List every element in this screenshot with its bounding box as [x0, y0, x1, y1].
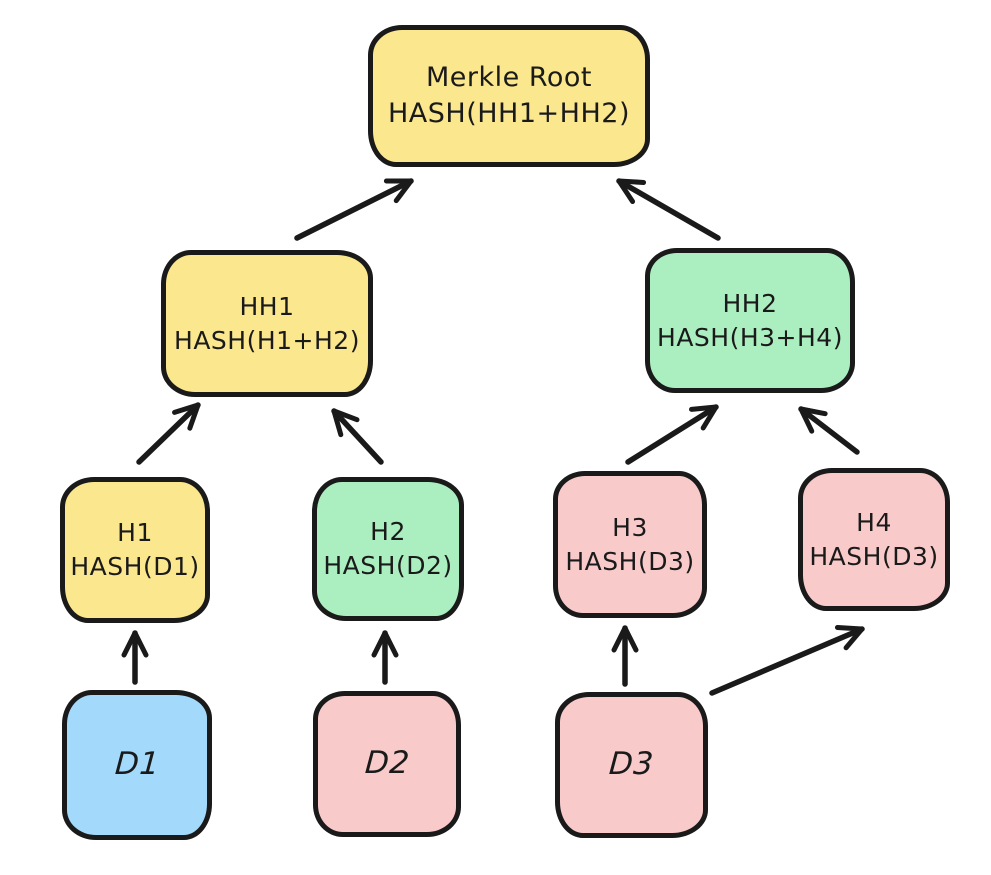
node-hash-formula: HASH(D3): [809, 541, 939, 571]
node-hash-formula: HASH(D2): [323, 551, 453, 580]
node-title: H4: [856, 507, 892, 537]
node-title: HH1: [239, 291, 295, 321]
node-h1: H1 HASH(D1): [60, 477, 210, 623]
node-hash-formula: HASH(HH1+HH2): [388, 98, 630, 129]
node-hh2: HH2 HASH(H3+H4): [645, 248, 855, 393]
node-hash-formula: HASH(H1+H2): [174, 325, 360, 355]
node-title: D2: [363, 745, 411, 782]
node-title: Merkle Root: [425, 61, 592, 93]
node-merkle-root: Merkle Root HASH(HH1+HH2): [368, 25, 650, 167]
edge-hh2-root-arrow: [616, 178, 721, 241]
edge-hh1-root-arrow: [294, 178, 414, 241]
edge-h3-hh2-arrow: [625, 404, 719, 465]
edge-d3-h4-arrow: [709, 625, 865, 696]
node-title: D1: [113, 746, 161, 783]
node-h2: H2 HASH(D2): [312, 477, 464, 621]
edge-h1-hh1-arrow: [136, 402, 201, 465]
node-d2: D2: [313, 691, 461, 837]
node-h3: H3 HASH(D3): [553, 471, 707, 618]
node-title: H3: [612, 512, 648, 542]
node-h4: H4 HASH(D3): [798, 468, 950, 611]
node-hash-formula: HASH(D1): [70, 552, 200, 581]
node-hash-formula: HASH(H3+H4): [657, 322, 843, 352]
node-title: H1: [117, 518, 153, 548]
node-d3: D3: [555, 692, 708, 838]
node-title: H2: [370, 517, 406, 547]
node-hh1: HH1 HASH(H1+H2): [161, 250, 373, 397]
edge-h4-hh2-arrow: [798, 406, 860, 455]
edge-h2-hh1-arrow: [331, 408, 384, 465]
node-hash-formula: HASH(D3): [565, 546, 695, 576]
node-d1: D1: [62, 690, 212, 840]
node-title: D3: [608, 746, 656, 783]
node-title: HH2: [722, 288, 778, 318]
